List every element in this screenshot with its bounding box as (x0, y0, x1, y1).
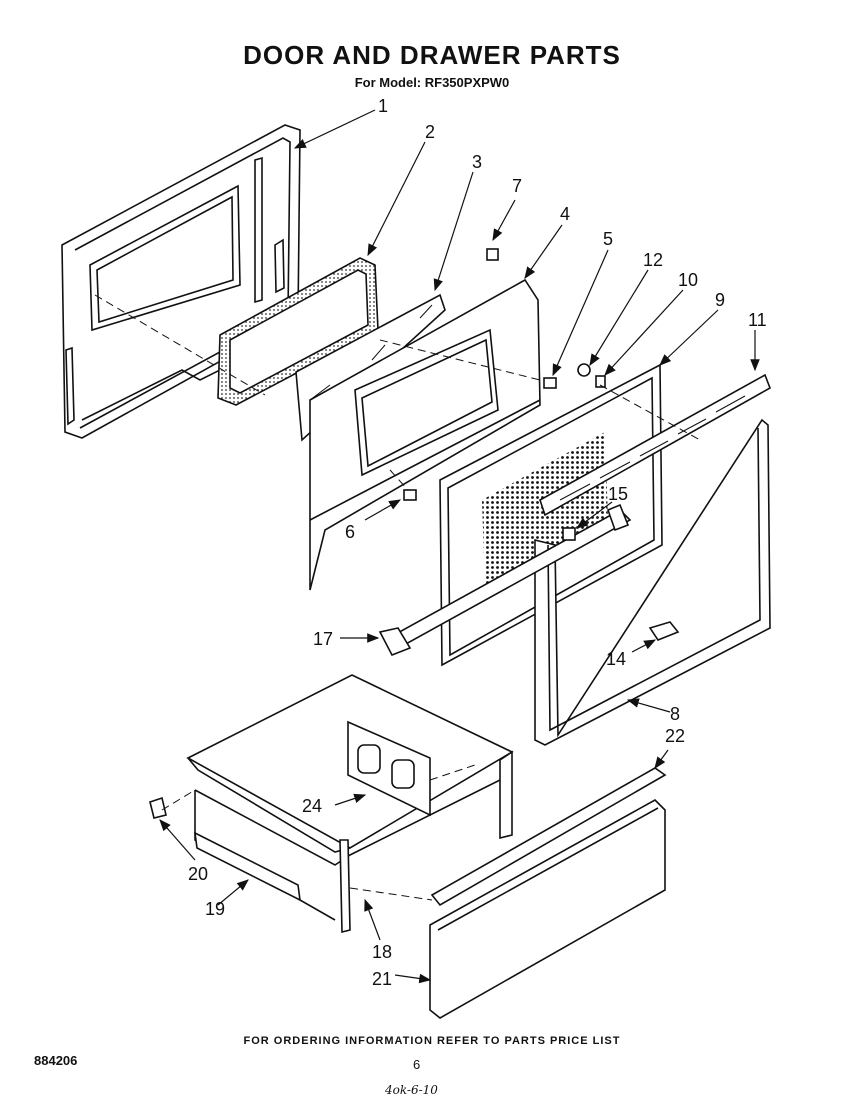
leader-arrow (159, 819, 196, 861)
leader-arrow (367, 141, 426, 257)
drawer-roller (149, 796, 167, 819)
document-number: 884206 (34, 1053, 78, 1068)
callout-4: 4 (560, 204, 570, 224)
callout-12: 12 (643, 250, 663, 270)
door-handle-rail (378, 503, 632, 657)
callout-17: 17 (313, 629, 333, 649)
callout-8: 8 (670, 704, 680, 724)
assembly-line (161, 789, 196, 811)
assembly-line (389, 469, 409, 491)
leader-arrow (492, 199, 516, 242)
door-screw (577, 363, 591, 377)
leader-arrow (293, 109, 376, 149)
callout-18: 18 (372, 942, 392, 962)
callout-22: 22 (665, 726, 685, 746)
leader-arrow (654, 749, 669, 769)
assembly-line (349, 887, 433, 901)
drawer-divider (347, 720, 431, 817)
page-number: 6 (413, 1057, 421, 1072)
callout-15: 15 (608, 484, 628, 504)
outer-door-panel (61, 124, 301, 439)
door-frame (534, 418, 771, 746)
assembly-line (429, 764, 476, 781)
leader-arrow (364, 499, 402, 521)
leader-arrow (659, 309, 719, 366)
leader-arrow (631, 639, 657, 653)
leader-arrow (576, 501, 613, 529)
door-hinge (648, 621, 680, 641)
callout-24: 24 (302, 796, 322, 816)
leader-arrow (394, 973, 432, 984)
callout-3: 3 (472, 152, 482, 172)
callout-2: 2 (425, 122, 435, 142)
callout-7: 7 (512, 176, 522, 196)
model-subtitle: For Model: RF350PXPW0 (354, 75, 510, 90)
door-bumper (486, 248, 499, 261)
drawer-slide-rail (194, 831, 301, 902)
callout-20: 20 (188, 864, 208, 884)
leader-arrow (552, 249, 609, 377)
leader-arrow (217, 879, 249, 906)
drawer-front-panel (429, 799, 666, 1019)
callout-11: 11 (748, 310, 767, 330)
leader-arrow (433, 171, 474, 292)
drawer-side-rail (339, 839, 351, 934)
leader-arrow (626, 698, 671, 713)
door-stop-clip (543, 377, 557, 389)
leader-arrow (364, 898, 381, 941)
callout-1: 1 (378, 96, 388, 116)
handwritten-note: 4ok-6-10 (385, 1083, 438, 1097)
inner-door-liner (309, 278, 541, 591)
ordering-info-note: FOR ORDERING INFORMATION REFER TO PARTS … (243, 1035, 621, 1047)
callout-9: 9 (715, 290, 725, 310)
assembly-line (599, 384, 701, 441)
leader-arrow (334, 793, 367, 806)
liner-clip (403, 489, 417, 501)
callout-10: 10 (678, 270, 698, 290)
leader-arrow (524, 224, 563, 279)
leader-arrow (589, 269, 649, 367)
assembly-line (379, 339, 541, 381)
callout-21: 21 (372, 969, 392, 989)
door-vent-trim (539, 373, 771, 517)
door-spacer (595, 375, 606, 388)
page-title: DOOR AND DRAWER PARTS (243, 40, 621, 70)
leader-arrow (604, 289, 684, 376)
callout-14: 14 (606, 649, 626, 669)
drawer-trim-strip (430, 767, 667, 907)
callout-5: 5 (603, 229, 613, 249)
callout-6: 6 (345, 522, 355, 542)
assembly-line (94, 294, 266, 396)
callout-19: 19 (205, 899, 225, 919)
